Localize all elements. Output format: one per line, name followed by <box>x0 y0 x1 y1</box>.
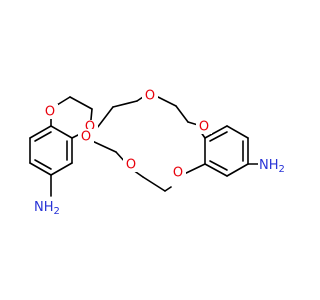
oxygen-label: O <box>126 158 136 173</box>
oxygen-label: O <box>173 166 183 181</box>
oxygen-atom: O <box>170 166 186 181</box>
amine-label: NH2 <box>259 158 285 175</box>
atom-labels: O O O O O O O NH2 <box>34 88 292 217</box>
amine-label: NH2 <box>34 200 60 217</box>
chemical-structure: O O O O O O O NH2 <box>29 88 292 217</box>
amine-text: NH <box>34 200 54 215</box>
amine-text: NH <box>259 158 279 173</box>
oxygen-atom: O <box>42 104 58 120</box>
oxygen-atom: O <box>123 157 139 173</box>
oxygen-label: O <box>45 105 55 120</box>
oxygen-label: O <box>199 120 209 135</box>
oxygen-atom: O <box>196 119 212 135</box>
oxygen-label: O <box>85 120 95 135</box>
amine-subscript: 2 <box>279 164 285 175</box>
oxygen-label: O <box>81 130 91 145</box>
amine-group: NH2 <box>34 197 69 217</box>
bond-lines <box>29 96 259 197</box>
amine-group: NH2 <box>258 156 292 175</box>
amine-subscript: 2 <box>54 206 60 217</box>
oxygen-atom: O <box>142 88 158 104</box>
oxygen-label: O <box>145 89 155 104</box>
oxygen-atom: O <box>78 129 94 145</box>
